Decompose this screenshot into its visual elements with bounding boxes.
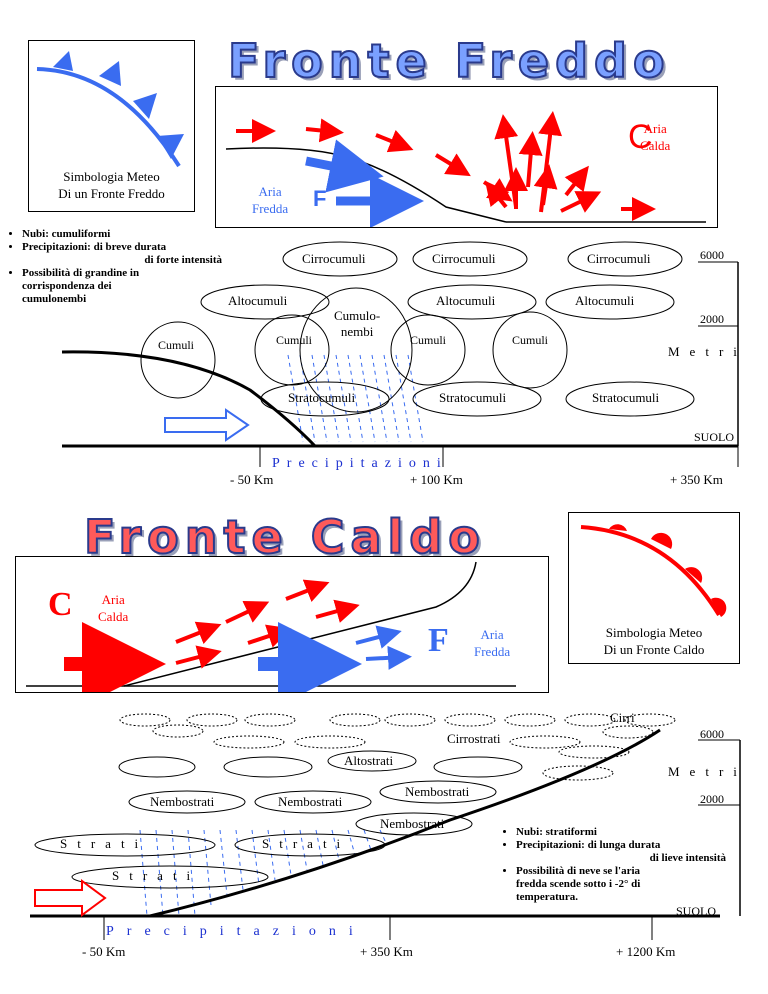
cloud-stratocumuli-1: Stratocumuli — [288, 390, 356, 405]
cloud-cumuli-3: Cumuli — [410, 333, 447, 347]
cloud-cumuli-4: Cumuli — [512, 333, 549, 347]
warm-front-airmass-diagram — [26, 561, 516, 692]
cloud-altocumuli-3: Altocumuli — [575, 293, 635, 308]
cloud-cumulonembi: Cumulo- nembi — [334, 308, 381, 339]
cold-distance-1: - 50 Km — [230, 472, 274, 487]
cold-distance-3: + 350 Km — [670, 472, 723, 487]
warm-altitude-2000: 2000 — [700, 792, 724, 806]
cold-symbol-caption-line1: Simbologia Meteo — [63, 169, 160, 184]
warm-cold-label-2: Fredda — [474, 644, 511, 659]
cloud-cirrocumuli-2: Cirrocumuli — [432, 251, 496, 266]
warm-symbol-caption-line1: Simbologia Meteo — [605, 625, 703, 640]
cold-front-symbol-icon — [36, 51, 184, 168]
warm-cold-label-1: Aria — [480, 627, 504, 642]
cold-cold-letter: F — [313, 186, 327, 211]
cloud-strati-1: Strati — [60, 836, 149, 851]
cold-front-airmass-box — [215, 86, 718, 228]
warm-altitude-unit: Metri — [668, 764, 747, 779]
cold-front-cross-section — [61, 241, 739, 467]
warm-front-symbol-box — [568, 512, 740, 664]
cloud-altocumuli-2: Altocumuli — [436, 293, 496, 308]
cold-precip-label: Precipitazioni — [272, 456, 448, 471]
cold-altitude-6000: 6000 — [700, 248, 724, 262]
warm-altitude-6000: 6000 — [700, 727, 724, 741]
cold-warm-label-1: Aria — [643, 121, 667, 136]
warm-warm-label-1: Aria — [101, 592, 125, 607]
cold-ground-label: SUOLO — [694, 430, 735, 444]
warm-cold-letter: F — [428, 622, 449, 659]
cold-front-symbol-box — [28, 40, 195, 212]
cold-cold-label-1: Aria — [258, 184, 282, 199]
cloud-strati-3: Strati — [112, 868, 201, 883]
cold-front-title: Fronte Freddo — [227, 33, 671, 89]
cold-distance-2: + 100 Km — [410, 472, 463, 487]
cold-altitude-unit: Metri — [668, 344, 747, 359]
warm-symbol-caption-line2: Di un Fronte Caldo — [603, 642, 705, 657]
warm-front-notes: Nubi: stratiformi Precipitazioni: di lun… — [502, 826, 726, 904]
warm-ground-label: SUOLO — [676, 904, 717, 918]
cloud-cirri: Cirri — [610, 710, 635, 725]
warm-front-title: Fronte Caldo — [83, 509, 486, 565]
warm-front-airmass-box — [15, 556, 549, 693]
cloud-nembostrati-4: Nembostrati — [380, 816, 445, 831]
warm-warm-label-2: Calda — [98, 609, 129, 624]
cloud-nembostrati-1: Nembostrati — [150, 794, 215, 809]
cloud-cirrostrati: Cirrostrati — [447, 731, 501, 746]
warm-precip-label: Precipitazioni — [106, 924, 366, 939]
cold-warm-label-2: Calda — [640, 138, 671, 153]
note-hail: Possibilità di grandine incorrispondenza… — [22, 267, 222, 306]
cloud-altostrati: Altostrati — [344, 753, 394, 768]
warm-distance-3: + 1200 Km — [616, 944, 676, 959]
cloud-cumuli-1: Cumuli — [158, 338, 195, 352]
cloud-strati-2: Strati — [262, 836, 351, 851]
note-clouds: Nubi: cumuliformi — [22, 228, 222, 241]
cloud-cumuli-2: Cumuli — [276, 333, 313, 347]
warm-front-symbol-icon — [580, 524, 727, 617]
cloud-altocumuli-1: Altocumuli — [228, 293, 288, 308]
cloud-nembostrati-3: Nembostrati — [405, 784, 470, 799]
cold-front-airmass-diagram — [225, 111, 706, 227]
cold-front-notes: Nubi: cumuliformi Precipitazioni: di bre… — [8, 228, 222, 306]
warm-distance-1: - 50 Km — [82, 944, 126, 959]
cold-warm-letter: C — [628, 118, 653, 156]
cold-cold-label-2: Fredda — [252, 201, 289, 216]
warm-distance-2: + 350 Km — [360, 944, 413, 959]
note-clouds: Nubi: stratiformi — [516, 826, 726, 839]
cold-altitude-2000: 2000 — [700, 312, 724, 326]
cloud-cirrocumuli-1: Cirrocumuli — [302, 251, 366, 266]
cloud-nembostrati-2: Nembostrati — [278, 794, 343, 809]
cold-symbol-caption-line2: Di un Fronte Freddo — [58, 186, 165, 201]
cloud-cirrocumuli-3: Cirrocumuli — [587, 251, 651, 266]
warm-warm-letter: C — [48, 586, 73, 623]
cloud-stratocumuli-3: Stratocumuli — [592, 390, 660, 405]
cloud-stratocumuli-2: Stratocumuli — [439, 390, 507, 405]
